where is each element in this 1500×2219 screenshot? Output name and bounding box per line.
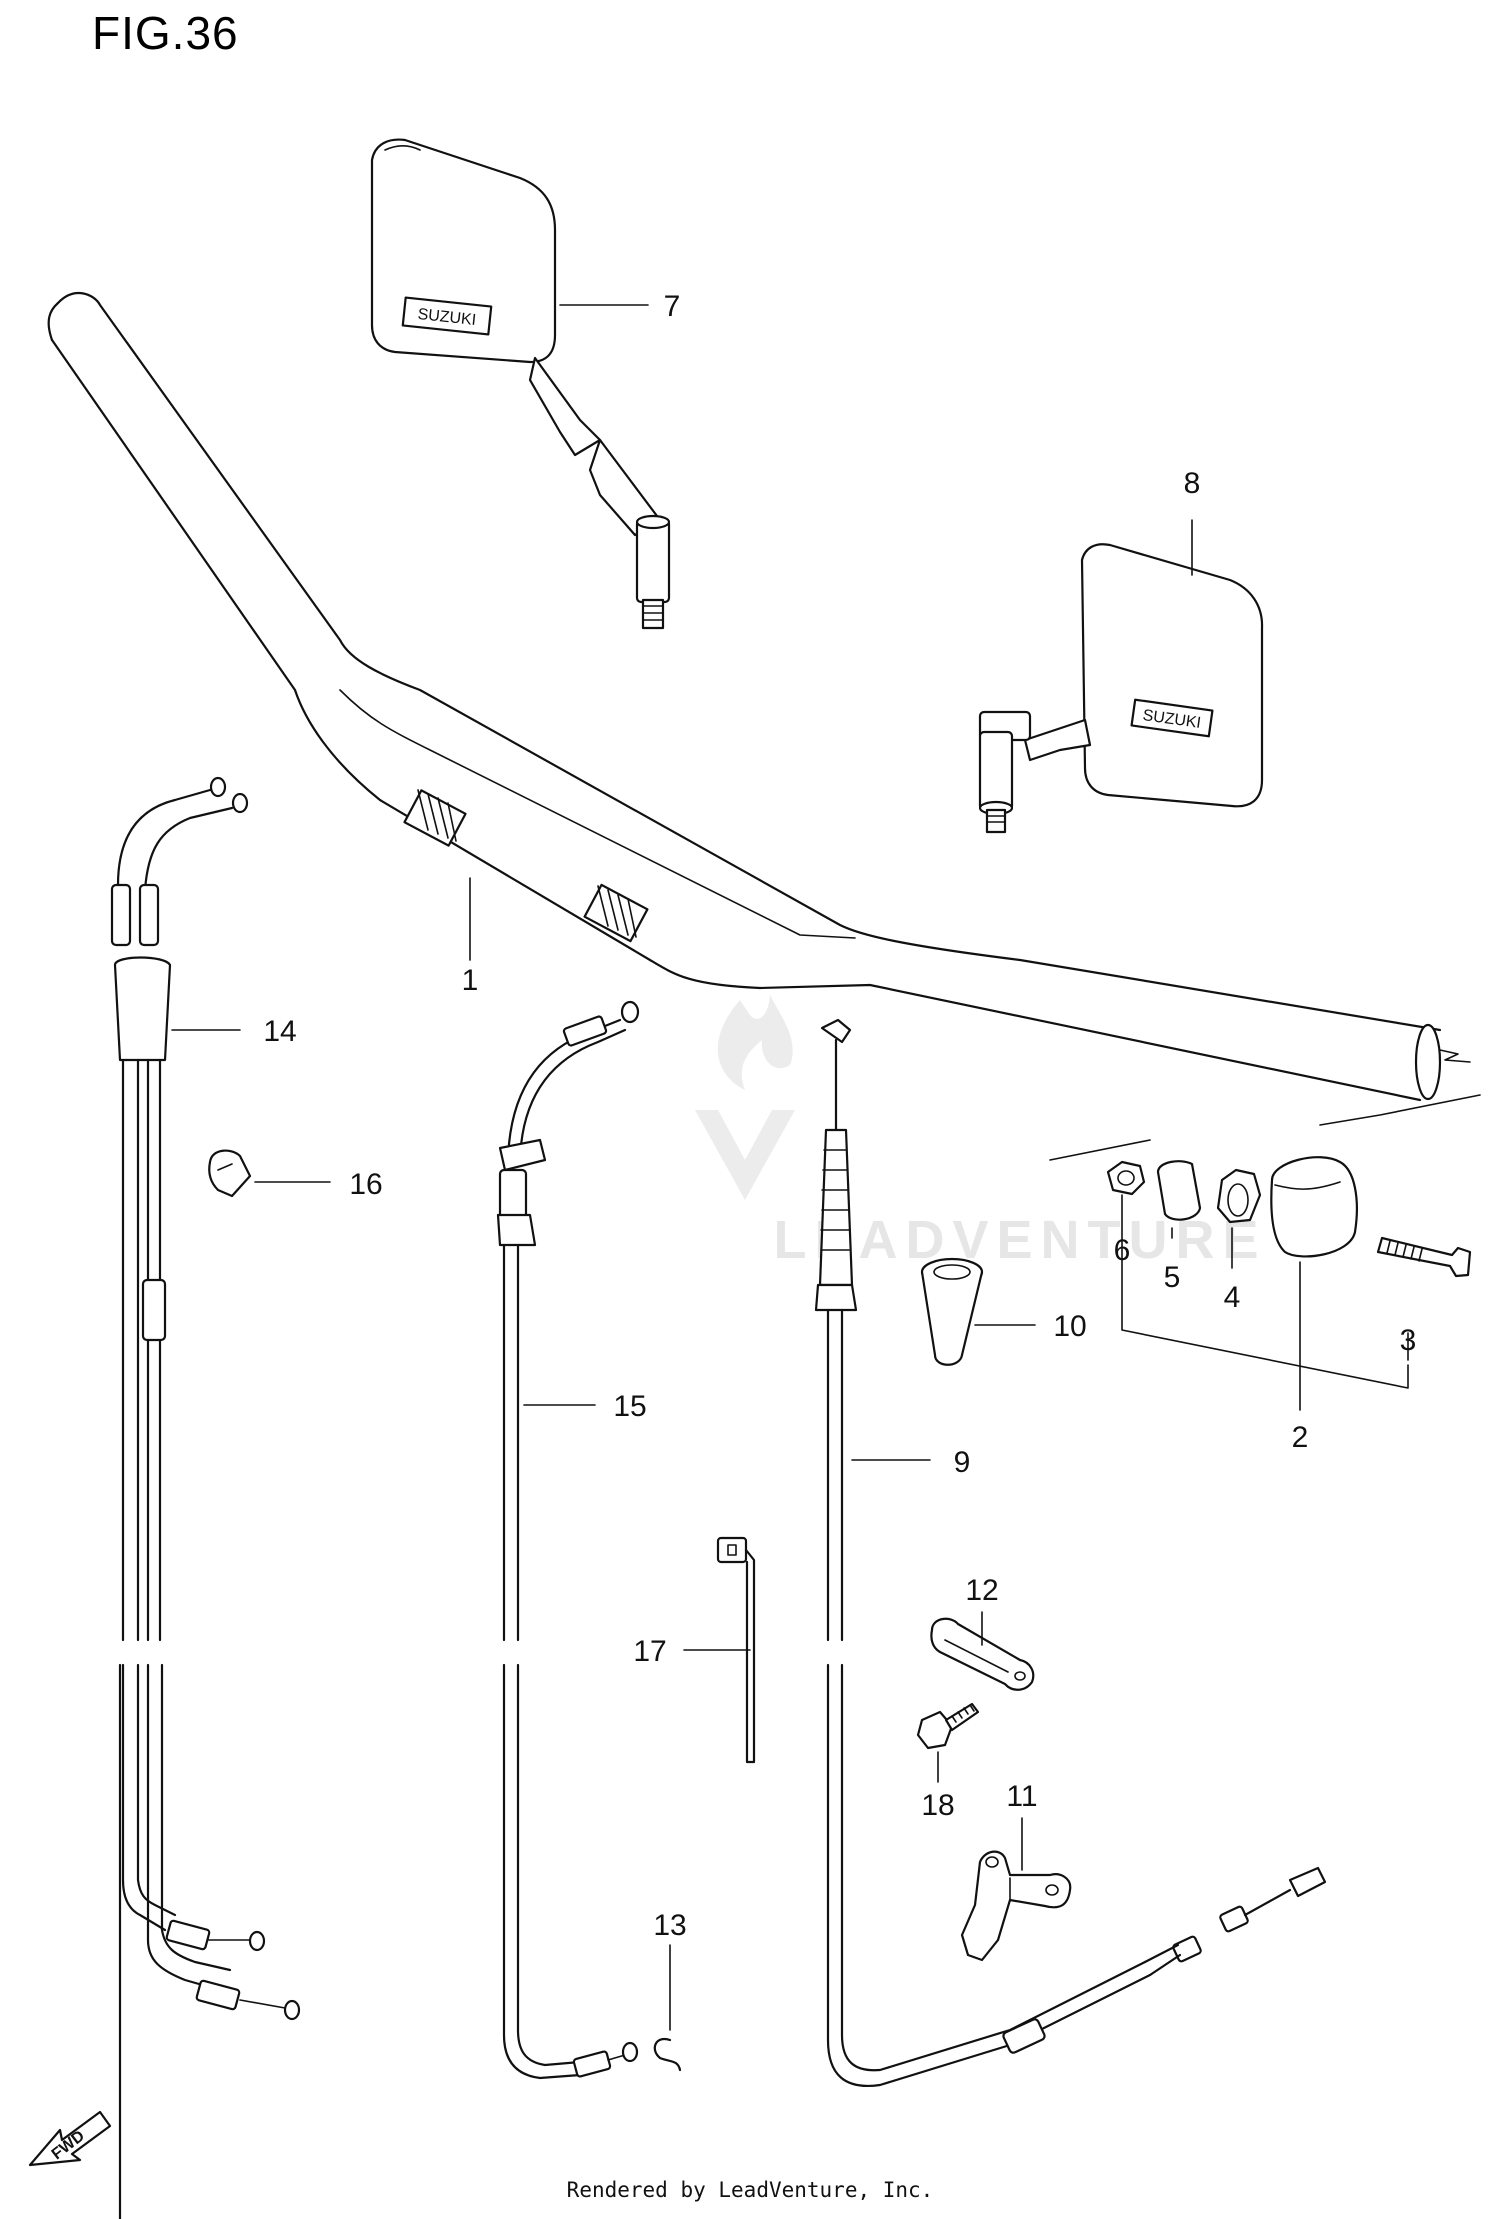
callout-7: 7 [664, 290, 681, 323]
throttle-cable-14: 14 [110, 776, 301, 2219]
callout-15: 15 [613, 1390, 646, 1423]
callout-6: 6 [1114, 1234, 1131, 1267]
nut-6 [1106, 1160, 1146, 1196]
callout-12: 12 [965, 1574, 998, 1607]
handlebar: 1 [47, 291, 1481, 1161]
weight-2 [1270, 1156, 1358, 1258]
boot-10: 10 [920, 1257, 1087, 1366]
callout-13: 13 [653, 1909, 686, 1942]
footer-credit: Rendered by LeadVenture, Inc. [566, 2178, 934, 2202]
handlebar-clamp-right [583, 883, 649, 943]
callout-9: 9 [954, 1446, 971, 1479]
callout-11: 11 [1006, 1780, 1037, 1813]
bracket-11: 11 [960, 1780, 1072, 1962]
figure-title: FIG.36 [92, 7, 239, 59]
handlebar-clamp-left [403, 789, 467, 847]
callout-5: 5 [1164, 1261, 1181, 1294]
clamp-16: 16 [208, 1149, 383, 1201]
callout-14: 14 [263, 1015, 296, 1048]
clip-13: 13 [653, 1909, 687, 2072]
choke-cable-15: 15 [496, 1000, 647, 2080]
mirror-left-brand: SUZUKI [417, 306, 477, 329]
clutch-cable-9: 9 [814, 1018, 1327, 2087]
callout-3: 3 [1400, 1324, 1417, 1357]
callout-17: 17 [633, 1635, 666, 1668]
mirror-right: SUZUKI 8 [978, 467, 1264, 834]
callout-4: 4 [1224, 1281, 1241, 1314]
balancer-assembly: 6 5 4 3 2 [1106, 1156, 1472, 1454]
callout-1: 1 [462, 964, 479, 997]
callout-16: 16 [349, 1168, 382, 1201]
callout-2: 2 [1292, 1421, 1309, 1454]
callout-18: 18 [921, 1789, 954, 1822]
bracket-12: 12 [930, 1574, 1035, 1691]
watermark: LEADVENTURE [695, 995, 1259, 1270]
mirror-left: SUZUKI 7 [370, 138, 681, 630]
washer-4 [1216, 1168, 1262, 1224]
cable-tie-17: 17 [633, 1536, 756, 1764]
fwd-arrow-icon: FWD [28, 2110, 112, 2167]
bushing-5 [1156, 1160, 1202, 1221]
callout-10: 10 [1053, 1310, 1086, 1343]
bolt-18: 18 [916, 1702, 980, 1822]
bolt-3 [1376, 1236, 1472, 1278]
callout-8: 8 [1184, 467, 1201, 500]
